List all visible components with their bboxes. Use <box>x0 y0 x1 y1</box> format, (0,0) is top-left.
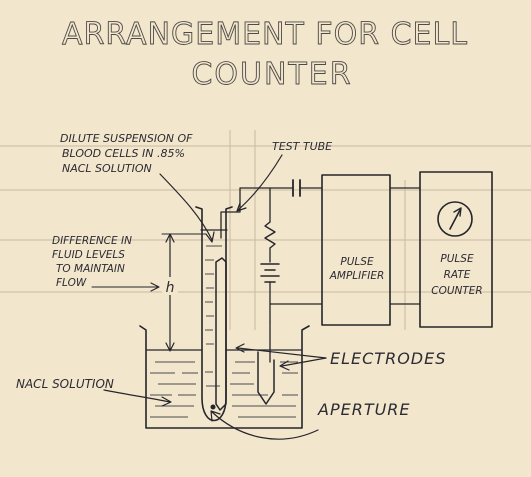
pulse-rate-counter-line-2: RATE <box>444 269 471 281</box>
difference-arrowhead <box>150 282 160 292</box>
electrodes-label: ELECTRODES <box>330 349 446 368</box>
beaker-liquid-hatching <box>150 361 298 418</box>
difference-line-4: FLOW <box>56 277 87 289</box>
suspension-label: DILUTE SUSPENSION OF BLOOD CELLS IN .85%… <box>60 132 193 175</box>
aperture-leader-line <box>211 411 319 440</box>
pulse-amplifier-line-1: PULSE <box>340 256 374 268</box>
paper-grid <box>0 130 531 330</box>
pulse-amplifier-line-2: AMPLIFIER <box>329 270 385 282</box>
electrodes-leader-line-2 <box>281 357 327 367</box>
suspension-line-3: NACL SOLUTION <box>62 162 152 175</box>
meter-dial-icon <box>437 201 473 237</box>
test-tube-liquid-hatching <box>205 245 222 387</box>
inner-electrode <box>215 257 227 411</box>
nacl-solution-label: NACL SOLUTION <box>16 377 114 391</box>
test-tube-label: TEST TUBE <box>272 140 332 153</box>
title-line-1: ARRANGEMENT FOR CELL <box>62 17 468 52</box>
difference-line-3: TO MAINTAIN <box>56 263 125 275</box>
capacitor-symbol <box>292 179 301 197</box>
test-tube-arrowhead <box>236 202 247 212</box>
electrodes-arrowhead-1 <box>235 343 245 353</box>
title-line-2: COUNTER <box>191 57 352 92</box>
outer-electrode <box>257 351 275 405</box>
nacl-arrowhead <box>161 396 172 407</box>
suspension-line-2: BLOOD CELLS IN .85% <box>62 147 185 160</box>
battery-symbol <box>260 263 280 283</box>
suspension-line-1: DILUTE SUSPENSION OF <box>60 132 193 145</box>
height-label-bg <box>162 277 178 295</box>
aperture-hole <box>210 404 216 410</box>
electrodes-leader-line-1 <box>237 347 327 359</box>
height-symbol: h <box>166 280 175 296</box>
suspension-leader-line <box>159 173 213 241</box>
difference-line-2: FLUID LEVELS <box>52 249 125 261</box>
beaker <box>139 325 310 429</box>
signal-wire-1 <box>220 187 294 221</box>
difference-label: DIFFERENCE IN FLUID LEVELS TO MAINTAIN F… <box>52 235 132 289</box>
electrodes-arrowhead-2 <box>279 360 290 371</box>
height-arrow-bottom <box>165 342 175 352</box>
pulse-amplifier-box <box>321 174 391 326</box>
difference-line-1: DIFFERENCE IN <box>52 235 132 247</box>
pulse-rate-counter-box <box>419 171 493 328</box>
suspension-arrowhead <box>205 231 215 243</box>
nacl-leader-line <box>103 389 171 403</box>
resistor-symbol <box>264 221 276 249</box>
aperture-label: APERTURE <box>317 400 411 419</box>
pulse-rate-counter-line-1: PULSE <box>440 253 474 265</box>
pulse-rate-counter-line-3: COUNTER <box>431 285 482 297</box>
test-tube-leader-line <box>237 154 283 211</box>
aperture-arrowhead <box>210 410 221 422</box>
